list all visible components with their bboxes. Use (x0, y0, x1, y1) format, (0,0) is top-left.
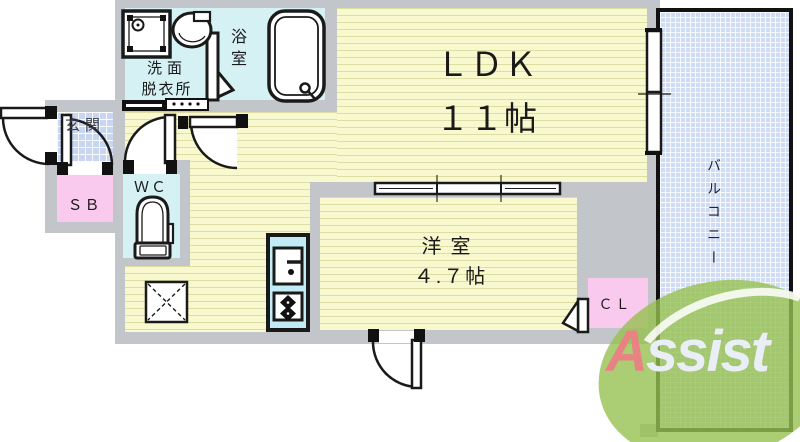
room-ldk-area (337, 8, 647, 182)
room-label-balcony: バルコニー (706, 158, 722, 273)
room-label-western-size: ４.７帖 (413, 266, 488, 288)
assist-logo-letters-rest: ssist (645, 319, 770, 384)
entrance-hall-door-icon (57, 113, 114, 175)
bathroom-door-icon (205, 31, 236, 102)
closet-door-icon (561, 296, 590, 334)
room-label-entrance: 玄関 (64, 117, 105, 134)
room-label-washroom-line2: 脱衣所 (141, 81, 193, 98)
wash-basin-icon (171, 10, 213, 49)
ldk-door-icon (178, 114, 248, 170)
bathtub-icon (267, 9, 326, 103)
balcony-window-icon (638, 28, 671, 155)
room-label-bathroom: 浴室 (228, 28, 245, 72)
room-label-shoebox: ＳＢ (67, 197, 102, 214)
room-western-area (320, 197, 577, 330)
room-label-western-name: 洋室 (421, 236, 480, 258)
room-label-ldk-name: ＬＤＫ (436, 46, 538, 83)
washroom-sliding-door-icon (122, 98, 209, 111)
refrigerator-space-icon (144, 280, 189, 324)
assist-logo-text: Assist (606, 319, 770, 384)
toilet-icon (133, 195, 175, 260)
assist-logo-letter-a: A (606, 319, 648, 384)
kitchen-unit-icon (266, 233, 310, 332)
room-label-closet: ＣＬ (598, 296, 633, 312)
room-label-wc: ＷＣ (133, 179, 168, 196)
room-shoebox-area (57, 175, 113, 222)
washing-machine-icon (121, 9, 172, 59)
room-label-ldk-size: １１帖 (436, 100, 538, 137)
room-kitchen-area (190, 182, 310, 332)
entrance-door-icon (0, 106, 57, 166)
partition-sliding-door-icon (373, 175, 562, 202)
wall-wc-side (177, 160, 190, 266)
room-label-washroom-line1: 洗面 (146, 60, 187, 77)
wc-door-icon (123, 113, 177, 174)
kitchen-sink-icon (272, 246, 304, 286)
western-room-door-icon (368, 329, 425, 390)
